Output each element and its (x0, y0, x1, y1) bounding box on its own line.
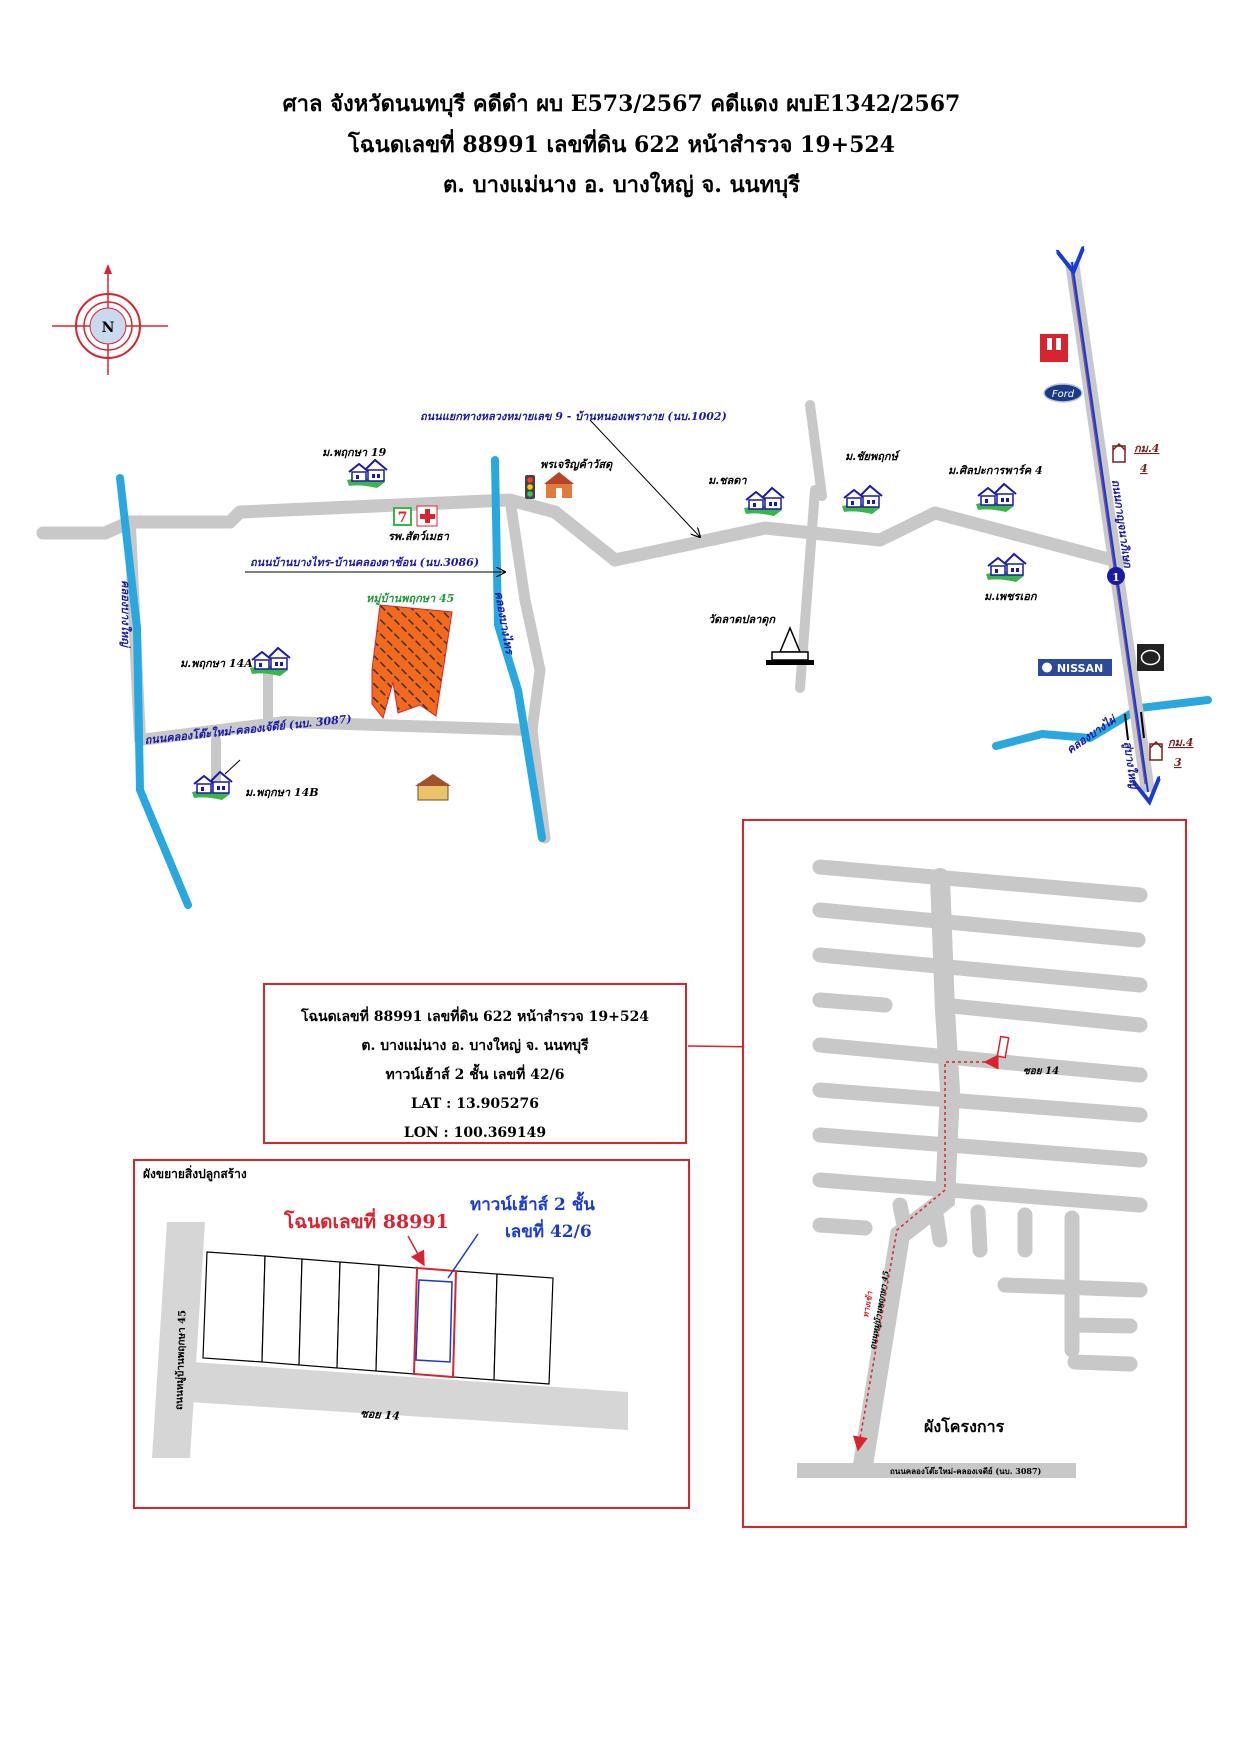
compass-icon: N (52, 264, 168, 375)
temple-label: วัดลาดปลาดุก (708, 613, 776, 627)
traffic-light-icon (525, 475, 535, 499)
school-icon (415, 774, 451, 801)
property-marker (996, 1035, 1010, 1059)
temple-icon (766, 626, 814, 665)
nissan-logo-icon: NISSAN (1038, 659, 1112, 676)
road-1002-pointer (589, 419, 700, 537)
house-label-line2: เลขที่ 42/6 (505, 1219, 592, 1242)
info-deed-line: โฉนดเลขที่ 88991 เลขที่ดิน 622 หน้าสำรวจ… (300, 1009, 650, 1025)
project-bottom-road (797, 1463, 1076, 1478)
village-icon-pruksa14a (249, 647, 291, 677)
project-plan-title: ผังโครงการ (924, 1416, 1005, 1436)
highway-kanchanaphisek: 1 (1072, 262, 1148, 792)
target-village-plot (371, 604, 453, 720)
info-location-line: ต. บางแม่นาง อ. บางใหญ่ จ. นนทบุรี (361, 1038, 589, 1054)
project-soi-label: ซอย 14 (1023, 1066, 1059, 1077)
plot-plan-title: ผังขยายสิ่งปลูกสร้าง (143, 1165, 247, 1182)
road-1002-label: ถนนแยกทางหลวงหมายเลข 9 - บ้านหนองเพรางาย… (420, 410, 727, 423)
canal-west-label: คลองบางใหญ่ (119, 580, 133, 649)
village-icon-pruksa19 (346, 459, 388, 489)
chaiyapruek-label: ม.ชัยพฤกษ์ (845, 450, 901, 463)
bridge-icon (1124, 711, 1145, 741)
store-icon (544, 472, 574, 498)
compass-n-label: N (102, 320, 115, 336)
km-top-label: กม.4 (1134, 442, 1159, 455)
km-post-bottom-icon (1149, 740, 1163, 761)
village-icon-chonlada (743, 487, 785, 517)
silapakarn-label: ม.ศิลปะการพาร์ค 4 (948, 464, 1043, 477)
ford-logo-icon: Ford (1043, 383, 1083, 403)
pruksa14b-label: ม.พฤกษา 14B (245, 786, 319, 799)
store-label: พรเจริญค้าวัสดุ (540, 458, 613, 472)
access-route-path (852, 1054, 999, 1452)
header-line-1: ศาล จังหวัดนนทบุรี คดีดำ ผบ E573/2567 คด… (282, 91, 961, 117)
village-icon-petchrek (985, 553, 1027, 583)
target-village-label: หมู่บ้านพฤกษา 45 (366, 592, 454, 606)
info-lat: LAT : 13.905276 (410, 1096, 540, 1112)
plot-road-main-label: ถนนหมู่บ้านพฤกษา 45 (173, 1310, 189, 1410)
deed-pointer-arrow (407, 1235, 425, 1267)
property-info-box: โฉนดเลขที่ 88991 เลขที่ดิน 622 หน้าสำรวจ… (263, 983, 687, 1144)
deed-label: โฉนดเลขที่ 88991 (283, 1208, 449, 1233)
row-houses (202, 1251, 554, 1385)
pruksa19-label: ม.พฤกษา 19 (322, 446, 387, 459)
plot-soi-label: ซอย 14 (360, 1407, 400, 1423)
plot-plan-roads (152, 1222, 628, 1458)
pruksa14b-pointer (224, 759, 241, 775)
isuzu-logo-icon (1040, 334, 1068, 362)
entrance-label: ทางเข้า (860, 1290, 875, 1318)
mazda-logo-icon (1137, 644, 1164, 671)
hospital-cross-icon (416, 505, 438, 527)
project-bottom-road-label: ถนนคลองโต๊ะใหม่-คลองเจดีย์ (นบ. 3087) (890, 1466, 1042, 1476)
header-line-2: โฉนดเลขที่ 88991 เลขที่ดิน 622 หน้าสำรวจ… (347, 132, 895, 158)
townhouse-42-6-outline (415, 1279, 453, 1363)
house-label-line1: ทาวน์เฮ้าส์ 2 ชั้น (470, 1191, 595, 1215)
pet-hospital-label: รพ.สัตว์เมธา (388, 530, 450, 543)
km-post-top-icon (1112, 442, 1126, 463)
petchrek-label: ม.เพชรเอก (984, 590, 1038, 603)
pruksa14a-label: ม.พฤกษา 14A (180, 657, 253, 670)
header-line-3: ต. บางแม่นาง อ. บางใหญ่ จ. นนทบุรี (443, 172, 800, 198)
km-bottom-label: กม.4 (1168, 736, 1193, 749)
svg-text:7: 7 (398, 510, 408, 526)
km-bottom-sub-label: 3 (1174, 756, 1182, 769)
chonlada-label: ม.ชลดา (708, 474, 747, 487)
road-3086-label: ถนนบ้านบางไทร-บ้านคลองตาช้อน (นบ.3086) (250, 555, 479, 569)
info-house-line: ทาวน์เฮ้าส์ 2 ชั้น เลขที่ 42/6 (385, 1067, 565, 1083)
svg-text:Ford: Ford (1052, 389, 1075, 400)
village-icon-chaiyapruek (841, 485, 883, 515)
km-top-sub-label: 4 (1140, 462, 1148, 475)
house-pointer-arrow (447, 1233, 479, 1279)
deed-88991-outline (412, 1266, 458, 1379)
info-lon: LON : 100.369149 (403, 1125, 547, 1141)
seven-eleven-icon: 7 (393, 507, 412, 526)
village-icon-silapakarn (975, 483, 1017, 513)
highway-shield-icon: 1 (1112, 571, 1120, 584)
svg-text:NISSAN: NISSAN (1057, 662, 1103, 675)
